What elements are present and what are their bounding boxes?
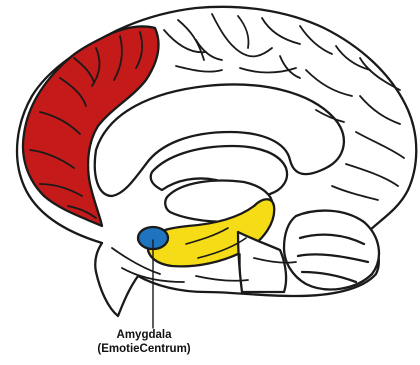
amygdala-callout-label: Amygdala (EmotieCentrum) [64,328,224,356]
callout-line1: Amygdala [64,328,224,342]
cerebellum [284,211,379,290]
callout-line2: (EmotieCentrum) [64,342,224,356]
